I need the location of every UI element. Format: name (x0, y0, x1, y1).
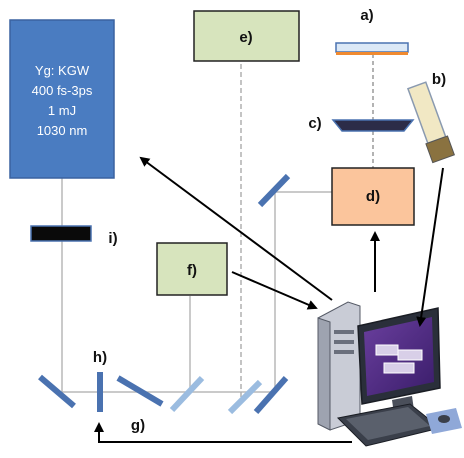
label-d: d) (366, 188, 380, 205)
arrow-computer-to-g (94, 422, 352, 443)
arrows (94, 156, 444, 443)
element-c (331, 119, 415, 132)
mirror-1 (38, 374, 76, 409)
label-e: e) (239, 29, 252, 46)
arrow-f-to-computer (231, 271, 318, 310)
laser-line-4: 1030 nm (37, 123, 88, 138)
arrow-b-to-computer (416, 167, 444, 327)
label-b: b) (432, 71, 446, 88)
label-f: f) (187, 262, 197, 279)
label-c: c) (308, 115, 321, 132)
box-d (331, 167, 415, 226)
mirror-4 (227, 379, 263, 415)
mirrors (38, 173, 291, 415)
arrow-computer-to-laser (139, 156, 333, 301)
mirror-6 (257, 173, 291, 208)
laser-line-2: 400 fs-3ps (32, 83, 93, 98)
mirror-3 (169, 375, 205, 413)
mirror-5 (253, 376, 289, 414)
label-g: g) (131, 417, 145, 434)
laser-box (9, 19, 115, 179)
label-h: h) (93, 349, 107, 366)
laser-line-1: Yg: KGW (35, 63, 90, 78)
element-b (406, 81, 456, 164)
mirror-2 (116, 375, 164, 407)
laser-line-3: 1 mJ (48, 103, 76, 118)
element-i (30, 225, 92, 242)
element-a-base (336, 52, 408, 55)
label-i: i) (108, 230, 117, 247)
box-e (193, 10, 300, 62)
element-a (335, 42, 409, 53)
computer-icon (317, 301, 462, 447)
box-f (156, 242, 228, 296)
label-a: a) (360, 7, 373, 24)
